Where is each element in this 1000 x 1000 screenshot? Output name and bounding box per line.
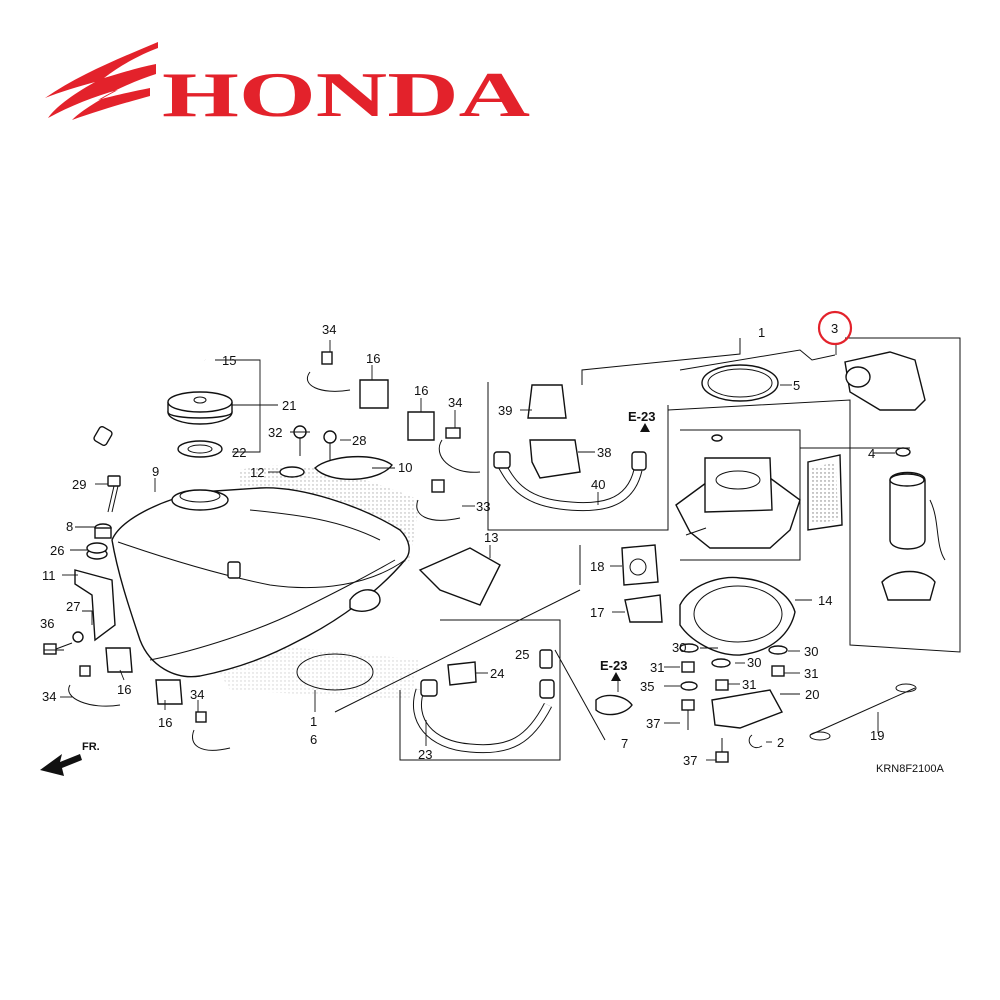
diagram-code: KRN8F2100A (876, 763, 945, 775)
hose-clip-39 (527, 384, 567, 419)
ref-e23-upper: E-23 (628, 409, 655, 424)
callout-16-d: 16 (158, 715, 172, 730)
callout-4: 4 (868, 446, 875, 461)
callout-1-upper: 1 (758, 325, 765, 340)
callout-26: 26 (50, 543, 64, 558)
callout-6: 6 (310, 732, 317, 747)
callout-17: 17 (590, 605, 604, 620)
seat-bracket (418, 547, 501, 606)
callout-30-b: 30 (747, 655, 761, 670)
callout-1-lower: 1 (310, 714, 317, 729)
callout-36: 36 (40, 616, 54, 631)
callout-8: 8 (66, 519, 73, 534)
callout-21: 21 (282, 398, 296, 413)
honda-wing-logo (45, 42, 158, 120)
callout-27: 27 (66, 599, 80, 614)
callout-13: 13 (484, 530, 498, 545)
callout-9: 9 (152, 464, 159, 479)
callout-10: 10 (398, 460, 412, 475)
collar-18 (621, 544, 659, 586)
fuel-tank (111, 487, 410, 691)
callout-39: 39 (498, 403, 512, 418)
callout-7: 7 (621, 736, 628, 751)
callout-33: 33 (476, 499, 490, 514)
callout-28: 28 (352, 433, 366, 448)
tank-plate (314, 455, 393, 480)
callout-19: 19 (870, 728, 884, 743)
highlight-circle (817, 310, 853, 346)
callout-31-a: 31 (650, 660, 664, 675)
callout-34-a: 34 (322, 322, 336, 337)
callout-11: 11 (42, 568, 56, 583)
tank-bracket (74, 569, 116, 642)
ref-e23-lower: E-23 (600, 658, 627, 673)
callout-23: 23 (418, 747, 432, 762)
callout-18: 18 (590, 559, 604, 574)
fuel-cap (167, 391, 233, 425)
callout-16-a: 16 (366, 351, 380, 366)
callout-30-c: 30 (804, 644, 818, 659)
callout-31-b: 31 (742, 677, 756, 692)
callout-16-b: 16 (414, 383, 428, 398)
fuel-unit-3 (844, 351, 926, 411)
callout-12: 12 (250, 465, 264, 480)
callout-20: 20 (805, 687, 819, 702)
clip-17 (624, 594, 663, 623)
callout-30-a: 30 (672, 640, 686, 655)
o-ring-5 (701, 364, 779, 402)
bracket-20 (711, 689, 783, 729)
callout-29: 29 (72, 477, 86, 492)
callout-34-d: 34 (190, 687, 204, 702)
pressure-regulator (881, 570, 936, 601)
callout-34-c: 34 (42, 689, 56, 704)
callout-38: 38 (597, 445, 611, 460)
callout-15: 15 (222, 353, 236, 368)
callout-37-a: 37 (646, 716, 660, 731)
callout-37-b: 37 (683, 753, 697, 768)
callout-labels: 1 1 2 3 4 5 6 7 8 9 10 11 12 13 14 15 16… (40, 321, 884, 768)
callout-34-b: 34 (448, 395, 462, 410)
callout-40: 40 (591, 477, 605, 492)
callout-22: 22 (232, 445, 246, 460)
front-arrow: FR. (40, 741, 100, 776)
leader-lines (44, 340, 895, 761)
callout-25: 25 (515, 647, 529, 662)
pump-gasket (679, 576, 796, 656)
callout-16-c: 16 (117, 682, 131, 697)
callout-31-c: 31 (804, 666, 818, 681)
brand-name: HONDA (162, 59, 530, 130)
front-indicator-label: FR. (82, 741, 100, 753)
callout-5: 5 (793, 378, 800, 393)
callout-2: 2 (777, 735, 784, 750)
callout-35: 35 (640, 679, 654, 694)
hose-clip-38 (529, 439, 581, 479)
callout-3: 3 (831, 321, 838, 336)
callout-32: 32 (268, 425, 282, 440)
callout-14: 14 (818, 593, 832, 608)
bolt-29 (107, 475, 121, 513)
fuel-pump-motor (889, 471, 926, 550)
callout-24: 24 (490, 666, 504, 681)
cap-gasket (177, 440, 223, 458)
